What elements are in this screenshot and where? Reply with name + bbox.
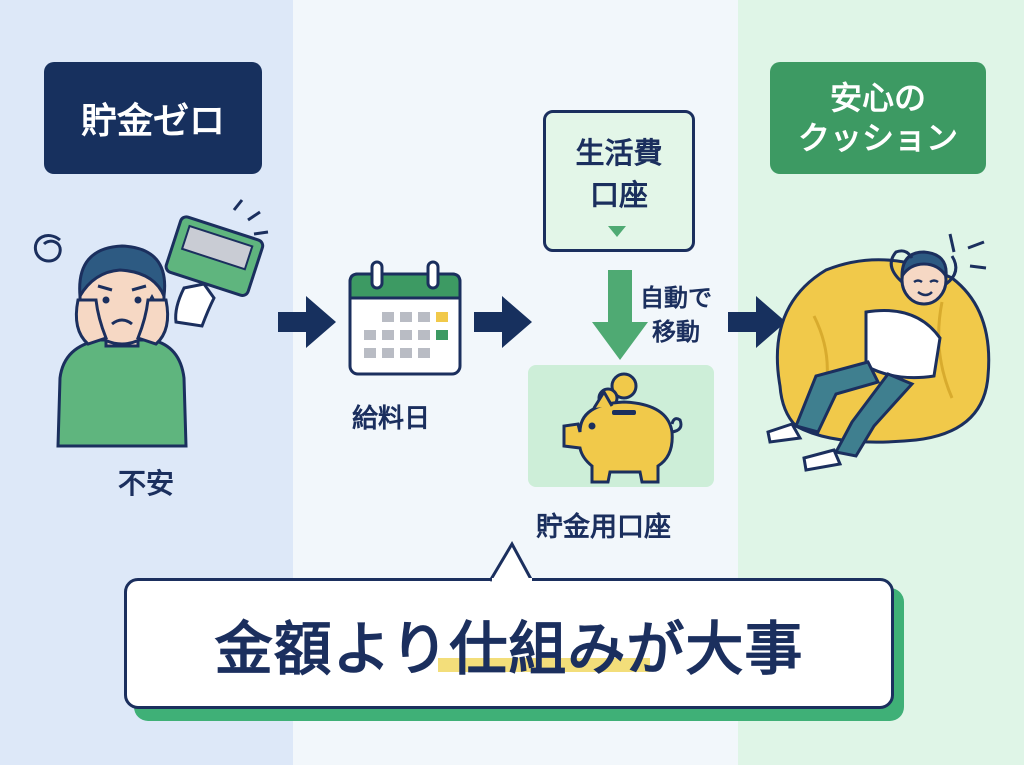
arrow-down-icon (592, 270, 648, 360)
arrow-right-icon (728, 296, 786, 348)
calendar-icon (348, 260, 462, 376)
peace-of-mind-cushion-label: 安心の クッション (770, 62, 986, 174)
zero-savings-label: 貯金ゼロ (44, 62, 262, 174)
highlight-underline (438, 658, 650, 672)
auto-transfer-caption: 自動で 移動 (640, 284, 712, 346)
callout-pointer (488, 540, 534, 584)
worried-person-icon (33, 234, 188, 448)
payday-caption: 給料日 (352, 404, 431, 434)
relaxed-person-beanbag-icon (766, 233, 991, 472)
arrow-right-icon (278, 296, 336, 348)
empty-wallet-icon (164, 199, 269, 328)
piggy-bank-icon (562, 372, 683, 484)
arrow-right-icon (474, 296, 532, 348)
savings-account-caption: 貯金用口座 (536, 512, 671, 543)
down-triangle-icon (608, 226, 626, 237)
anxiety-caption: 不安 (118, 467, 175, 500)
key-message-text: 金額より仕組みが大事 (214, 614, 804, 683)
